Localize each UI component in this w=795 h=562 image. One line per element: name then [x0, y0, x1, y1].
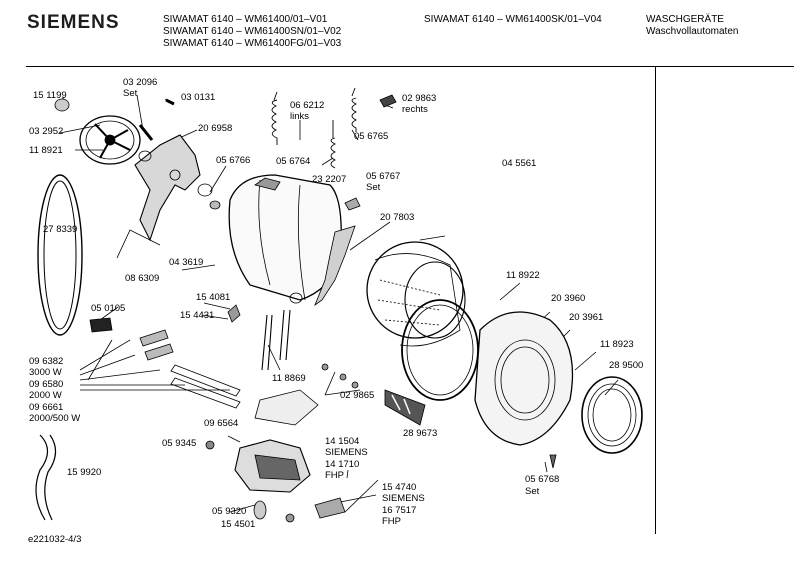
- part-label-141710: 14 1710: [325, 459, 360, 470]
- diagram-frame: [26, 66, 794, 535]
- part-label-167517-brand: FHP: [382, 516, 401, 527]
- part-label-203961: 20 3961: [569, 312, 604, 323]
- part-label-056768: 05 6768: [525, 474, 560, 485]
- siemens-logo: SIEMENS: [27, 12, 120, 33]
- part-label-029863-note: rechts: [402, 104, 428, 115]
- part-label-096661: 09 6661: [29, 402, 64, 413]
- part-label-278339: 27 8339: [43, 224, 78, 235]
- part-label-289500: 28 9500: [609, 360, 644, 371]
- model-line-1: SIWAMAT 6140 – WM61400/01–V01: [163, 14, 328, 25]
- category-title: WASCHGERÄTE: [646, 14, 724, 25]
- part-label-059345: 05 9345: [162, 438, 197, 449]
- part-label-2000w: 2000 W: [29, 390, 62, 401]
- part-label-096564: 09 6564: [204, 418, 239, 429]
- part-label-086309: 08 6309: [125, 273, 160, 284]
- part-label-056767-note: Set: [366, 182, 381, 193]
- part-label-2000-500w: 2000/500 W: [29, 413, 81, 424]
- category-subtitle: Waschvollautomaten: [646, 26, 739, 37]
- frame-divider: [655, 66, 656, 534]
- document-id: e221032-4/3: [28, 534, 82, 545]
- part-label-056768-note: Set: [525, 486, 540, 497]
- part-label-045561: 04 5561: [502, 158, 537, 169]
- part-label-118922: 11 8922: [506, 270, 540, 281]
- part-label-032096: 03 2096: [123, 77, 158, 88]
- part-label-029865: 02 9865: [340, 390, 375, 401]
- model-line-2: SIWAMAT 6140 – WM61400SN/01–V02: [163, 26, 342, 37]
- part-label-118869: 11 8869: [272, 373, 306, 384]
- part-label-056767: 05 6767: [366, 171, 401, 182]
- part-label-141504: 14 1504: [325, 436, 360, 447]
- part-label-118921: 11 8921: [29, 145, 63, 156]
- part-label-167517: 16 7517: [382, 505, 417, 516]
- part-label-141710-brand: FHP: [325, 470, 344, 481]
- part-label-032096-note: Set: [123, 88, 138, 99]
- part-label-118923: 11 8923: [600, 339, 634, 350]
- part-label-056765: 05 6765: [354, 131, 389, 142]
- part-label-203960: 20 3960: [551, 293, 586, 304]
- part-label-096382: 09 6382: [29, 356, 64, 367]
- part-label-289673: 28 9673: [403, 428, 438, 439]
- part-label-050105: 05 0105: [91, 303, 126, 314]
- part-label-032952: 03 2952: [29, 126, 64, 137]
- part-label-056764: 05 6764: [276, 156, 311, 167]
- part-label-159920: 15 9920: [67, 467, 102, 478]
- model-line-4: SIWAMAT 6140 – WM61400SK/01–V04: [424, 14, 602, 25]
- part-label-029863: 02 9863: [402, 93, 437, 104]
- part-label-141504-brand: SIEMENS: [325, 447, 368, 458]
- part-label-030131: 03 0131: [181, 92, 216, 103]
- part-label-154501: 15 4501: [221, 519, 256, 530]
- part-label-066212: 06 6212: [290, 100, 325, 111]
- part-label-3000w: 3000 W: [29, 367, 62, 378]
- part-label-206958: 20 6958: [198, 123, 233, 134]
- part-label-096580: 09 6580: [29, 379, 64, 390]
- part-label-043619: 04 3619: [169, 257, 204, 268]
- part-label-056766: 05 6766: [216, 155, 251, 166]
- part-label-066212-note: links: [290, 111, 310, 122]
- part-label-154740-brand: SIEMENS: [382, 493, 425, 504]
- part-label-154431: 15 4431: [180, 310, 215, 321]
- part-label-154740: 15 4740: [382, 482, 417, 493]
- model-line-3: SIWAMAT 6140 – WM61400FG/01–V03: [163, 38, 342, 49]
- part-label-207803: 20 7803: [380, 212, 415, 223]
- part-label-154081: 15 4081: [196, 292, 231, 303]
- part-label-059320: 05 9320: [212, 506, 247, 517]
- part-label-232207: 23 2207: [312, 174, 347, 185]
- part-label-151199: 15 1199: [33, 90, 67, 101]
